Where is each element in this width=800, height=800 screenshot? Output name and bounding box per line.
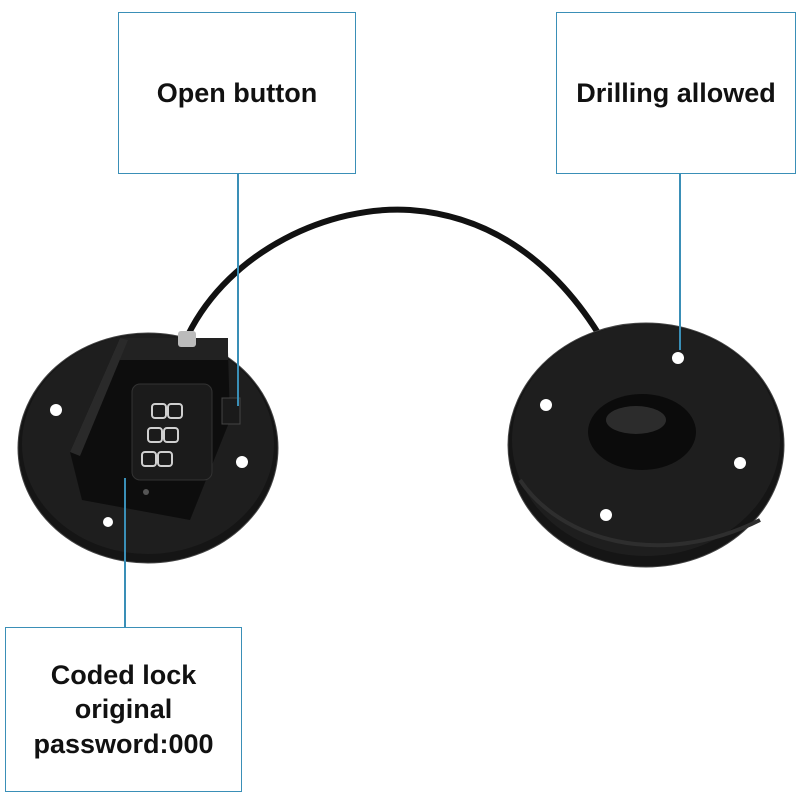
combination-lock-body xyxy=(70,331,241,520)
cable-ferrule xyxy=(178,331,196,347)
coded-lock-line-1: Coded lock xyxy=(50,659,197,690)
screw-hole xyxy=(734,457,746,469)
open-button-callout: Open button xyxy=(118,12,356,174)
screw-hole xyxy=(540,399,552,411)
drilling-leader-line xyxy=(679,174,681,350)
drilling-allowed-callout: Drilling allowed xyxy=(556,12,796,174)
screw-hole xyxy=(50,404,62,416)
open-button-part xyxy=(221,397,241,425)
coded-lock-leader-line xyxy=(124,478,126,627)
coded-lock-line-3: password:000 xyxy=(33,728,214,759)
coded-lock-line-2: original xyxy=(74,694,173,725)
open-button-label: Open button xyxy=(156,77,318,108)
coded-lock-callout: Coded lock original password:000 xyxy=(5,627,242,792)
screw-hole xyxy=(600,509,612,521)
coded-lock-text: Coded lock original password:000 xyxy=(33,658,213,762)
right-mount-plate xyxy=(507,322,785,568)
open-button-leader-line xyxy=(237,174,239,406)
steel-cable xyxy=(185,206,633,398)
screw-hole xyxy=(236,456,248,468)
screw-hole xyxy=(103,517,113,527)
combination-dials xyxy=(131,383,213,481)
screw-hole xyxy=(672,352,684,364)
drilling-allowed-label: Drilling allowed xyxy=(576,77,776,108)
